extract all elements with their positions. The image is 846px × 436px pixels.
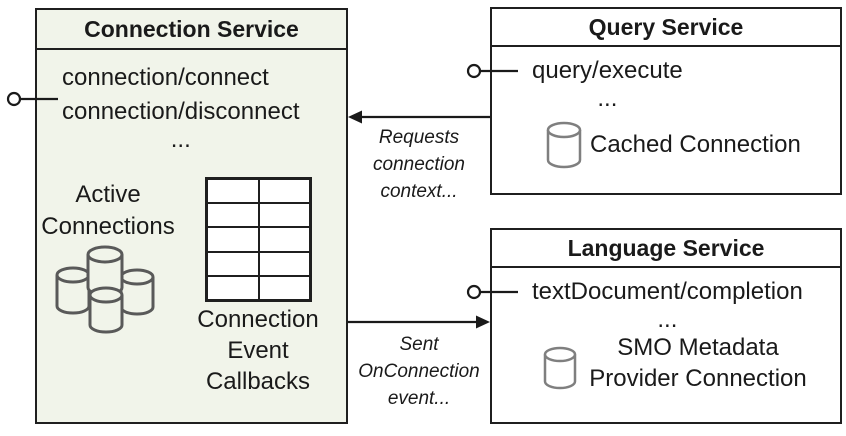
language-service-header: Language Service: [492, 230, 840, 268]
table-cell: [258, 203, 310, 228]
query-service-box: Query Service query/execute ... Cached C…: [490, 7, 842, 195]
method-connection-connect: connection/connect: [62, 64, 269, 91]
table-cell: [207, 179, 259, 204]
cached-connection-label: Cached Connection: [590, 131, 801, 158]
query-service-title: Query Service: [588, 14, 744, 40]
table-cell: [207, 203, 259, 228]
smo-metadata-provider-label: SMO Metadata Provider Connection: [589, 334, 807, 392]
query-methods-ellipsis: ...: [597, 85, 618, 112]
connection-methods-list: connection/connect connection/disconnect…: [62, 61, 300, 153]
language-service-box: Language Service textDocument/completion…: [490, 228, 842, 424]
table-cell: [258, 251, 310, 276]
connection-service-title: Connection Service: [84, 16, 299, 42]
table-cell: [258, 179, 310, 204]
table-cell: [207, 251, 259, 276]
query-methods-list: query/execute ...: [532, 54, 683, 112]
language-methods-ellipsis: ...: [657, 306, 678, 333]
sent-onconnection-event-label: Sent OnConnection event...: [358, 334, 480, 409]
database-cluster-icon: [55, 245, 155, 334]
table-cell: [258, 275, 310, 300]
connection-service-box: Connection Service connection/connect co…: [35, 8, 348, 424]
language-methods-list: textDocument/completion ...: [532, 275, 803, 333]
query-service-header: Query Service: [492, 9, 840, 47]
table-cell: [258, 227, 310, 252]
connection-event-table-icon: [205, 177, 312, 302]
sent-onconnection-arrow: [348, 315, 490, 329]
requests-connection-arrow: [348, 110, 490, 124]
database-cylinder-icon: [543, 346, 577, 390]
method-textdocument-completion: textDocument/completion: [532, 278, 803, 305]
method-query-execute: query/execute: [532, 57, 683, 84]
table-cell: [207, 275, 259, 300]
connection-methods-ellipsis: ...: [170, 126, 191, 153]
connection-event-callbacks-label: Connection Event Callbacks: [197, 306, 319, 395]
connection-service-header: Connection Service: [37, 10, 346, 50]
database-cylinder-icon: [546, 121, 582, 169]
table-cell: [207, 227, 259, 252]
active-connections-label: Active Connections: [41, 181, 175, 240]
requests-connection-context-label: Requests connection context...: [373, 127, 465, 202]
method-connection-disconnect: connection/disconnect: [62, 98, 300, 125]
language-service-title: Language Service: [567, 235, 765, 261]
